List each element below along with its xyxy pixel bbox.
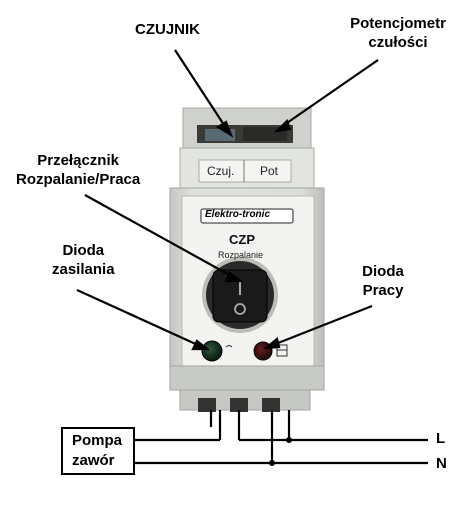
wiring	[134, 410, 428, 465]
czujnik-label: CZUJNIK	[135, 21, 201, 38]
dioda-zasilania-line1: Dioda	[62, 242, 105, 259]
potencjometr-label: Potencjometr czułości	[338, 14, 458, 52]
potencjometr-line2: czułości	[368, 34, 428, 51]
dioda-pracy-label: Dioda Pracy	[350, 262, 416, 300]
tab-czuj-label: Czuj.	[207, 164, 235, 178]
label-strip	[179, 147, 315, 189]
pump-valve-box	[61, 427, 135, 475]
dioda-zasilania-label: Dioda zasilania	[52, 241, 115, 279]
brand-badge	[200, 208, 294, 224]
brand-label: Elektro-tronic	[205, 209, 271, 220]
dioda-pracy-line2: Pracy	[362, 282, 404, 299]
housing-base	[179, 389, 311, 412]
mode-label: Rozpalanie	[218, 250, 264, 260]
housing-top	[182, 107, 312, 149]
przelacznik-label: Przełącznik Rozpalanie/Praca	[16, 151, 140, 189]
led-power	[201, 340, 233, 362]
model-label: CZP	[229, 232, 255, 247]
line-n-label: N	[436, 455, 447, 472]
dioda-zasilania-line2: zasilania	[52, 261, 115, 278]
zawor-label: zawór	[72, 452, 115, 469]
wire-junctions	[269, 437, 292, 466]
leader-arrows	[76, 49, 379, 351]
przelacznik-line2: Rozpalanie/Praca	[16, 171, 141, 188]
potencjometr-line1: Potencjometr	[350, 15, 446, 32]
pompa-label: Pompa	[72, 432, 123, 449]
przelacznik-line1: Przełącznik	[37, 152, 119, 169]
rocker-switch[interactable]	[202, 257, 278, 333]
tab-pot-label: Pot	[260, 164, 279, 178]
dioda-pracy-line1: Dioda	[362, 263, 404, 280]
line-l-label: L	[436, 430, 446, 447]
